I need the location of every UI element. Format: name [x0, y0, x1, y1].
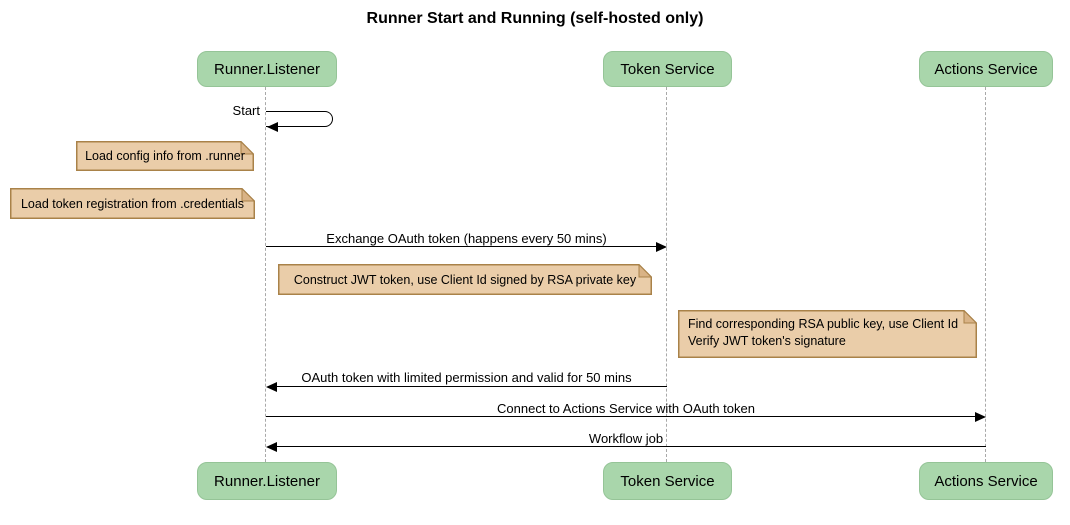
arrowhead-right-icon	[975, 412, 986, 422]
note-text-line1: Find corresponding RSA public key, use C…	[688, 317, 959, 331]
arrowhead-left-icon	[266, 442, 277, 452]
arrowhead-right-icon	[656, 242, 667, 252]
lifeline-actions-service	[985, 87, 986, 462]
note-construct-jwt: Construct JWT token, use Client Id signe…	[278, 264, 652, 295]
message-workflow-line	[277, 446, 986, 447]
note-load-credentials: Load token registration from .credential…	[10, 188, 255, 219]
message-connect-label: Connect to Actions Service with OAuth to…	[497, 401, 755, 416]
self-message-loop	[266, 111, 333, 127]
message-oauth-return-label: OAuth token with limited permission and …	[301, 370, 632, 385]
arrowhead-left-icon	[267, 122, 278, 132]
actor-label: Actions Service	[934, 60, 1038, 78]
actor-label: Actions Service	[934, 472, 1038, 490]
note-load-config: Load config info from .runner	[76, 141, 254, 171]
actor-token-service-top: Token Service	[603, 51, 732, 87]
actor-runner-listener-bottom: Runner.Listener	[197, 462, 337, 500]
message-exchange-line	[266, 246, 657, 247]
lifeline-token-service	[666, 87, 667, 462]
message-workflow-label: Workflow job	[588, 431, 664, 446]
diagram-title: Runner Start and Running (self-hosted on…	[366, 10, 704, 27]
note-text-line2: Verify JWT token's signature	[688, 334, 846, 348]
actor-label: Runner.Listener	[214, 472, 320, 490]
lifeline-runner-listener	[265, 87, 266, 462]
actor-label: Runner.Listener	[214, 60, 320, 78]
message-start-label: Start	[232, 103, 260, 118]
actor-actions-service-bottom: Actions Service	[919, 462, 1053, 500]
note-text: Load config info from .runner	[85, 149, 245, 163]
message-oauth-return-line	[277, 386, 667, 387]
actor-actions-service-top: Actions Service	[919, 51, 1053, 87]
actor-label: Token Service	[620, 472, 715, 490]
message-exchange-label: Exchange OAuth token (happens every 50 m…	[326, 231, 607, 246]
note-text: Construct JWT token, use Client Id signe…	[293, 272, 637, 287]
actor-token-service-bottom: Token Service	[603, 462, 732, 500]
note-text: Load token registration from .credential…	[20, 196, 245, 211]
note-find-rsa: Find corresponding RSA public key, use C…	[678, 310, 977, 358]
message-connect-line	[266, 416, 976, 417]
actor-runner-listener-top: Runner.Listener	[197, 51, 337, 87]
actor-label: Token Service	[620, 60, 715, 78]
arrowhead-left-icon	[266, 382, 277, 392]
